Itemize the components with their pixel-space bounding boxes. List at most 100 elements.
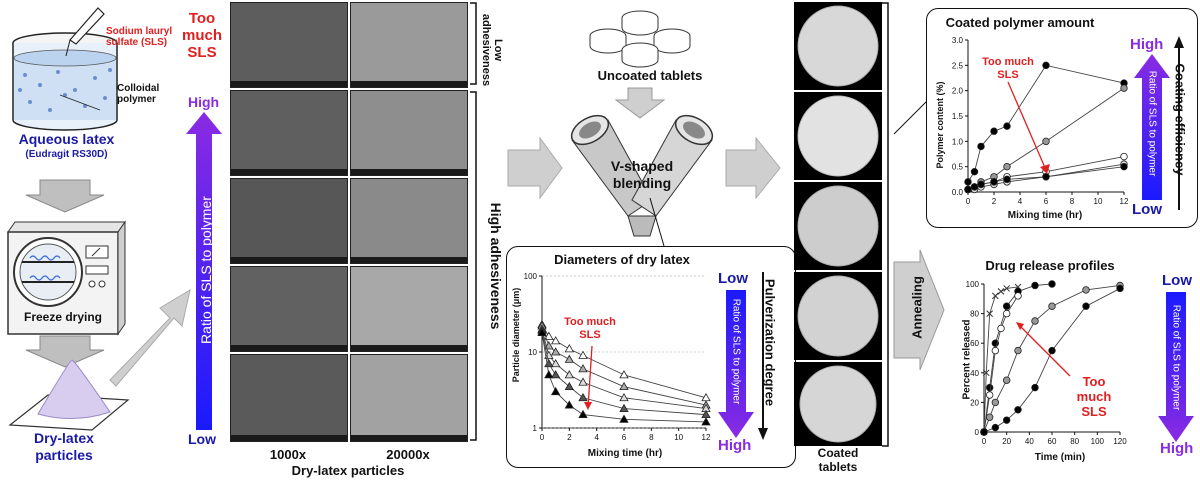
x-tick-label: 2 — [567, 433, 572, 442]
x-tick-label: 2 — [992, 197, 997, 206]
data-point — [564, 354, 575, 363]
release-annotation: Too much SLS — [1076, 374, 1112, 419]
x-tick-label: 120 — [1113, 437, 1127, 446]
data-point — [1031, 281, 1039, 290]
data-point — [550, 336, 561, 345]
y-tick-label: 2.5 — [952, 61, 964, 70]
pipette-icon — [65, 7, 105, 57]
data-point — [1116, 284, 1124, 293]
v-blending-label-1: V-shaped — [610, 158, 674, 174]
data-point — [1082, 286, 1090, 294]
data-point — [991, 292, 999, 300]
data-point — [550, 347, 561, 356]
data-point — [997, 324, 1005, 333]
release-xlabel: Time (min) — [1034, 452, 1086, 463]
x-tick-label: 10 — [1094, 197, 1103, 206]
y-tick-label: 0 — [975, 428, 980, 437]
sls-low-label: Low — [188, 431, 216, 447]
data-point — [1120, 152, 1128, 161]
dry-latex-label-2: particles — [35, 447, 93, 463]
y-tick-label: 1.5 — [952, 112, 964, 121]
latex-beaker — [12, 32, 118, 131]
x-tick-label: 4 — [1018, 197, 1023, 206]
data-point — [986, 310, 994, 317]
x-tick-label: 10 — [674, 433, 683, 442]
sem-col-20000x: 20000x — [386, 447, 430, 462]
latex-subtitle: (Eudragit RS30D) — [25, 149, 108, 160]
annotation-pointer — [1007, 81, 1047, 171]
data-point — [991, 346, 1000, 355]
x-tick-label: 100 — [1091, 437, 1105, 446]
uncoated-tablets-icon — [589, 10, 691, 68]
x-tick-label: 40 — [1025, 437, 1034, 446]
data-point — [964, 178, 972, 186]
data-point — [1082, 302, 1090, 310]
diameters-annotation: Too much SLS — [564, 316, 616, 341]
coating-efficiency-arrow — [1174, 36, 1184, 210]
data-point — [1003, 162, 1011, 171]
data-point — [619, 370, 629, 379]
down-arrow-2 — [25, 335, 105, 368]
sem-1000x-2 — [230, 90, 348, 176]
y-tick-label: 2.0 — [952, 87, 964, 96]
data-point — [564, 381, 575, 391]
x-tick-label: 80 — [1070, 437, 1079, 446]
diameters-xlabel: Mixing time (hr) — [587, 448, 663, 459]
y-tick-label: 0.0 — [952, 188, 964, 197]
y-tick-label: 100 — [524, 272, 538, 281]
pulverization-arrow — [758, 272, 768, 440]
annealing-label: Annealing — [909, 276, 925, 339]
data-point — [985, 391, 994, 399]
data-point — [1003, 122, 1011, 130]
sem-caption: Dry-latex particles — [291, 463, 405, 478]
tablet-connectors — [882, 2, 945, 447]
data-point — [991, 398, 1000, 407]
y-tick-label: 1 — [533, 424, 538, 433]
data-point — [990, 178, 998, 186]
annotation-pointer — [1019, 325, 1071, 377]
x-tick-label: 4 — [594, 433, 599, 442]
data-point — [977, 180, 985, 189]
data-point — [1031, 383, 1039, 392]
data-point — [564, 344, 575, 353]
too-much-sls-top: Too much SLS — [181, 10, 222, 61]
x-tick-label: 60 — [1048, 437, 1057, 446]
data-point — [544, 370, 554, 379]
blender-callout — [649, 197, 665, 247]
sls-ratio-arrow — [186, 112, 222, 430]
data-point — [1003, 175, 1011, 184]
data-point — [619, 392, 629, 402]
arrow-out-middle — [725, 136, 781, 200]
y-tick-label: 80 — [970, 310, 979, 319]
data-point — [1014, 346, 1022, 355]
annotation-arrowhead — [1016, 322, 1024, 330]
freeze-dryer — [7, 220, 126, 336]
coating-efficiency-label: Coating efficiency — [1172, 63, 1188, 176]
sls-high-label: High — [188, 94, 220, 110]
coating-low: Low — [1132, 201, 1162, 218]
x-tick-label: 6 — [1044, 197, 1049, 206]
data-point — [990, 127, 998, 135]
coating-ratio-arrow — [1134, 54, 1170, 200]
x-tick-label: 8 — [649, 433, 654, 442]
coating-xlabel: Mixing time (hr) — [1007, 210, 1083, 221]
data-point — [619, 381, 629, 391]
sem-20000x-1 — [350, 2, 468, 88]
data-point — [1002, 309, 1011, 318]
coating-high: High — [1130, 36, 1164, 53]
data-point — [564, 370, 575, 379]
coating-ylabel: Polymer content (%) — [935, 81, 945, 169]
sem-1000x-3 — [230, 178, 348, 264]
data-point — [1003, 285, 1011, 292]
diameters-high: High — [718, 437, 752, 454]
series-line — [967, 64, 1125, 183]
coated-tablet-2 — [794, 92, 882, 180]
data-point — [1042, 173, 1050, 181]
data-point — [985, 413, 994, 421]
process-illustrations — [7, 7, 191, 431]
adhesiveness-brackets — [470, 2, 477, 441]
data-point — [985, 383, 994, 392]
data-point — [550, 358, 561, 368]
release-title: Drug release profiles — [985, 258, 1115, 273]
